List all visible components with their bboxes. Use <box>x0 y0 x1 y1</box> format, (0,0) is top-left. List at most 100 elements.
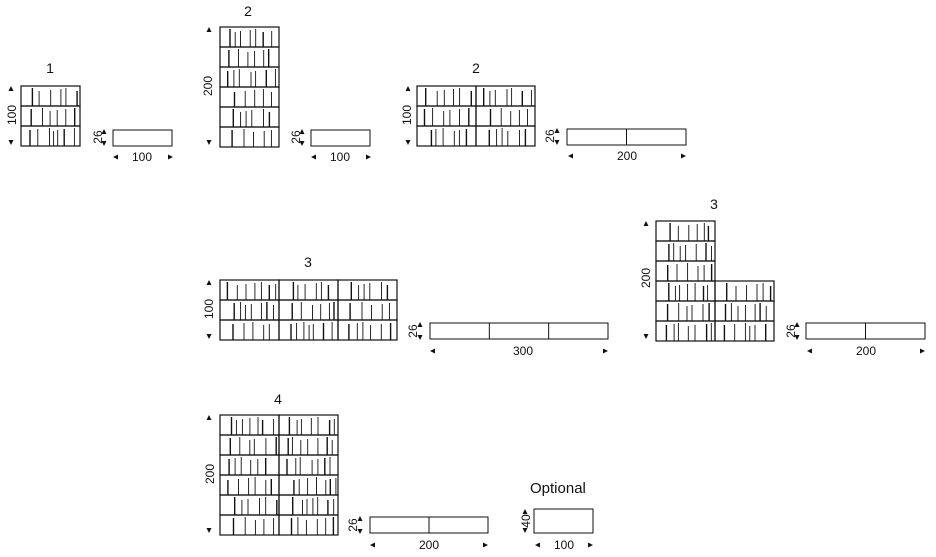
shelf-module <box>278 319 339 341</box>
config-4-count-label: 4 <box>274 391 282 407</box>
shelf-module <box>655 220 716 242</box>
shelf-module <box>219 474 280 496</box>
arrow-up <box>101 129 107 134</box>
config-1-base-height-label: 26 <box>91 130 105 144</box>
arrow-up <box>554 128 560 133</box>
config-3b-base-height-label: 26 <box>784 324 798 338</box>
config-2b-base <box>566 128 687 146</box>
shelf-module <box>337 299 398 321</box>
shelf-module <box>337 279 398 301</box>
arrow-down <box>554 140 560 145</box>
config-2b-base-height-label: 26 <box>543 129 557 143</box>
config-2b-base-width-label: 200 <box>616 149 638 163</box>
config-3b-height-label: 200 <box>639 267 653 289</box>
config-3a-shelf <box>219 279 398 341</box>
config-2b-height-label: 100 <box>400 104 414 126</box>
config-4-height-label: 200 <box>203 463 217 485</box>
config-2a-base-width-label: 100 <box>329 150 351 164</box>
config-2a-count-label: 2 <box>244 3 252 19</box>
shelf-module <box>475 85 536 107</box>
config-1-count-label: 1 <box>46 60 54 76</box>
arrow-up <box>522 509 528 514</box>
optional-base <box>533 508 594 534</box>
optional-base-width-label: 100 <box>553 538 575 552</box>
arrow-right <box>483 542 488 548</box>
arrow-down <box>101 141 107 146</box>
shelf-drawings <box>20 26 775 536</box>
arrow-up <box>206 280 212 285</box>
config-2a-height-label: 200 <box>201 75 215 97</box>
arrow-down <box>417 335 423 340</box>
shelf-module <box>278 474 339 496</box>
arrow-right <box>920 348 925 354</box>
arrow-left <box>430 348 435 354</box>
arrow-down <box>206 528 212 533</box>
shelf-module <box>219 514 280 536</box>
shelf-module <box>219 299 280 321</box>
shelf-module <box>278 279 339 301</box>
arrow-left <box>807 348 812 354</box>
arrow-left <box>568 153 573 159</box>
config-4-base-height-label: 26 <box>346 518 360 532</box>
arrow-down <box>206 140 212 145</box>
optional-base-height-label: 40 <box>519 514 533 528</box>
shelf-module <box>278 494 339 516</box>
shelf-module <box>714 280 775 302</box>
arrow-down <box>643 334 649 339</box>
arrow-up <box>8 86 14 91</box>
shelf-module <box>714 300 775 322</box>
arrow-up <box>206 27 212 32</box>
base-drawings <box>112 128 926 534</box>
shelf-module <box>219 106 280 128</box>
arrow-up <box>417 322 423 327</box>
config-3a-base <box>429 322 609 340</box>
arrow-up <box>643 221 649 226</box>
arrow-right <box>603 348 608 354</box>
config-4-shelf <box>219 414 339 536</box>
config-1-height-label: 100 <box>5 104 19 126</box>
base-outline <box>112 129 173 147</box>
arrow-down <box>794 335 800 340</box>
config-2b-count-label: 2 <box>472 60 480 76</box>
shelf-module <box>219 279 280 301</box>
config-3a-base-width-label: 300 <box>512 344 534 358</box>
arrow-left <box>535 542 540 548</box>
arrow-up <box>206 415 212 420</box>
arrow-right <box>168 154 173 160</box>
shelf-module <box>219 319 280 341</box>
shelf-module <box>475 105 536 127</box>
config-2b-shelf <box>416 85 536 147</box>
shelf-module <box>219 26 280 48</box>
optional-title: Optional <box>530 480 586 497</box>
arrow-down <box>522 528 528 533</box>
shelf-module <box>416 125 477 147</box>
base-outline <box>533 508 594 534</box>
shelf-module <box>219 494 280 516</box>
arrow-down <box>405 140 411 145</box>
config-2a-shelf <box>219 26 280 148</box>
arrow-left <box>113 154 118 160</box>
arrow-up <box>794 322 800 327</box>
base-outline <box>310 129 371 147</box>
arrow-up <box>357 516 363 521</box>
config-3b-shelf-top <box>655 220 716 282</box>
shelf-module <box>475 125 536 147</box>
shelf-module <box>278 514 339 536</box>
shelf-module <box>714 320 775 342</box>
config-3a-count-label: 3 <box>304 254 312 270</box>
arrow-up <box>405 86 411 91</box>
config-1-base <box>112 129 173 147</box>
arrow-down <box>299 141 305 146</box>
arrow-right <box>366 154 371 160</box>
shelf-module <box>655 260 716 282</box>
arrow-up <box>299 129 305 134</box>
shelf-module <box>20 125 81 147</box>
config-3b-base-width-label: 200 <box>855 344 877 358</box>
config-3b-count-label: 3 <box>710 196 718 212</box>
shelf-module <box>278 454 339 476</box>
config-1-shelf <box>20 85 81 147</box>
dimension-arrows <box>8 27 925 548</box>
shelf-module <box>337 319 398 341</box>
